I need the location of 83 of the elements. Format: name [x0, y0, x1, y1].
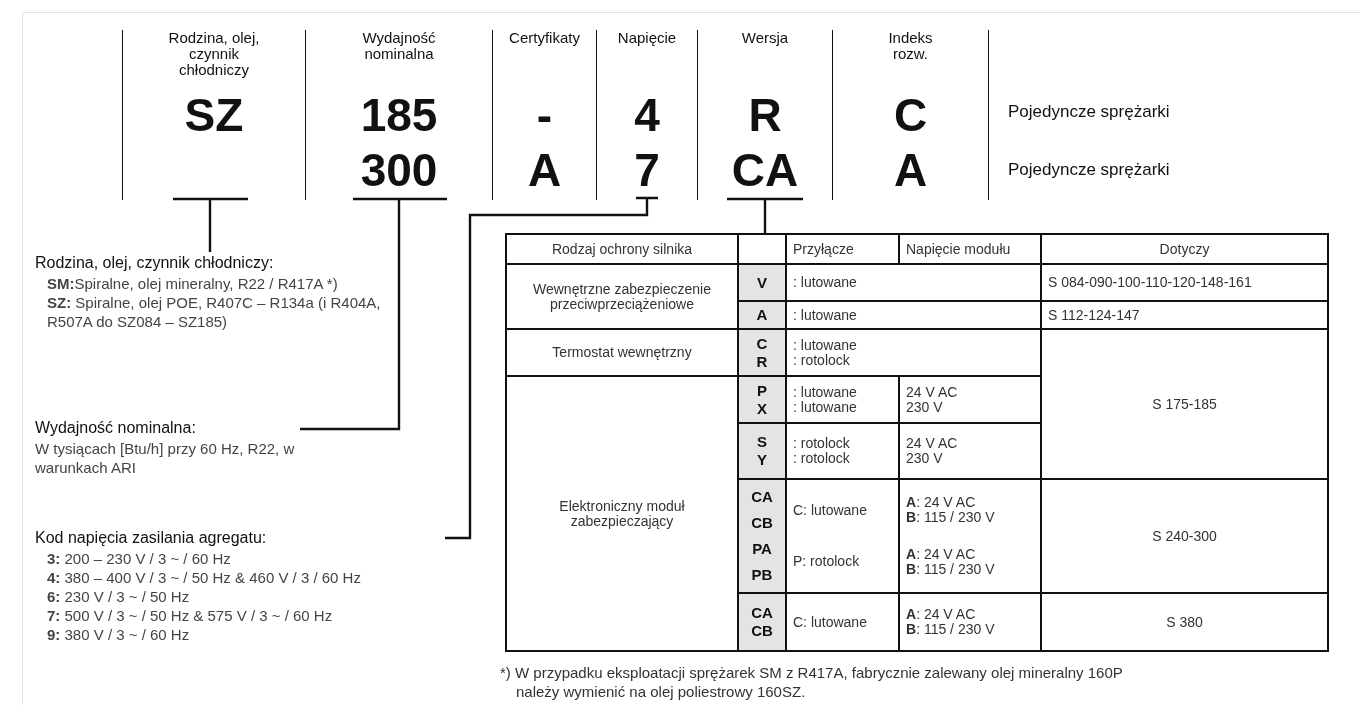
- code-letter: S: [756, 433, 768, 451]
- code-character: R: [747, 88, 783, 143]
- description-text: W tysiącach [Btu/h] przy 60 Hz, R22, w warunkach ARI: [35, 439, 296, 477]
- module-voltage: A: 24 V AC: [906, 547, 977, 562]
- code-letter: R: [755, 352, 769, 371]
- code-letter: CB: [750, 513, 774, 533]
- connection-type: P: rotolock: [793, 554, 861, 569]
- module-voltage: A: 24 V AC: [906, 607, 977, 622]
- connection-type: : lutowane: [793, 337, 858, 353]
- column-heading: Wersja: [740, 30, 790, 48]
- code-letter: CA: [750, 487, 774, 507]
- connection-type: C: lutowane: [793, 614, 868, 630]
- column-heading: Indeks rozw.: [887, 30, 934, 64]
- code-letter: A: [755, 306, 769, 324]
- model-range: S 240-300: [1151, 528, 1218, 544]
- code-letter: C: [755, 334, 769, 353]
- description-heading: Rodzina, olej, czynnik chłodniczy:: [35, 253, 275, 273]
- model-range: S 112-124-147: [1048, 307, 1141, 323]
- module-voltage: B: 115 / 230 V: [906, 622, 996, 637]
- model-range: S 084-090-100-110-120-148-161: [1048, 275, 1253, 290]
- code-letter: CA: [750, 604, 774, 622]
- model-range: S 175-185: [1151, 396, 1218, 412]
- table-header: Rodzaj ochrony silnika: [550, 241, 694, 257]
- leader-line: [171, 197, 250, 254]
- row-note: Pojedyncze sprężarki: [1008, 102, 1170, 122]
- connection-type: C: lutowane: [793, 503, 868, 518]
- description-text: SM:Spiralne, olej mineralny, R22 / R417A *): [46, 274, 339, 293]
- code-letter: PB: [750, 565, 774, 585]
- connection-type: : lutowane: [793, 384, 858, 400]
- connection-type: : lutowane: [793, 307, 858, 323]
- code-letter: X: [756, 399, 768, 418]
- code-character: 185: [359, 88, 439, 143]
- description-heading: Wydajność nominalna:: [35, 418, 197, 438]
- code-character: A: [526, 143, 563, 198]
- code-character: SZ: [183, 88, 245, 143]
- model-range: S 380: [1165, 614, 1204, 630]
- leader-line: [443, 196, 660, 540]
- description-text: 6: 230 V / 3 ~ / 50 Hz: [46, 587, 191, 606]
- module-voltage: B: 115 / 230 V: [906, 510, 996, 525]
- code-character: -: [535, 88, 554, 143]
- code-character: CA: [730, 143, 800, 198]
- column-heading: Wydajność nominalna: [361, 30, 437, 64]
- footnote: *) W przypadku eksploatacji sprężarek SM z R417A, fabrycznie zalewany olej mineralny 160P należy wymienić na olej poliestrowy 160SZ.: [500, 663, 1124, 701]
- row-note: Pojedyncze sprężarki: [1008, 160, 1170, 180]
- description-text: 3: 200 – 230 V / 3 ~ / 60 Hz: [46, 549, 232, 568]
- connection-type: : rotolock: [793, 436, 851, 451]
- table-header: Napięcie modułu: [906, 241, 1012, 257]
- description-text: SZ: Spiralne, olej POE, R407C – R134a (i R404A, R507A do SZ084 – SZ185): [46, 293, 382, 331]
- description-heading: Kod napięcia zasilania agregatu:: [35, 528, 268, 548]
- protection-type: Wewnętrzne zabezpieczenie przeciwprzeciążeniowe: [532, 281, 712, 312]
- code-character: C: [892, 88, 929, 143]
- leader-line: [725, 197, 805, 236]
- code-character: A: [892, 143, 929, 198]
- code-character: 7: [633, 143, 661, 198]
- code-letter: Y: [756, 451, 768, 469]
- module-voltage: 230 V: [906, 451, 944, 466]
- description-text: 9: 380 V / 3 ~ / 60 Hz: [46, 625, 191, 644]
- code-letter: V: [756, 273, 768, 292]
- description-text: 4: 380 – 400 V / 3 ~ / 50 Hz & 460 V / 3 / 60 Hz: [46, 568, 362, 587]
- connection-type: : lutowane: [793, 399, 858, 415]
- code-column: [832, 30, 989, 200]
- module-voltage: A: 24 V AC: [906, 495, 977, 510]
- protection-type: Termostat wewnętrzny: [551, 345, 693, 360]
- column-heading: Rodzina, olej, czynnik chłodniczy: [167, 30, 261, 80]
- module-voltage: 230 V: [906, 399, 944, 415]
- description-text: 7: 500 V / 3 ~ / 50 Hz & 575 V / 3 ~ / 60 Hz: [46, 606, 334, 625]
- connection-type: : lutowane: [793, 275, 858, 290]
- leader-line: [298, 197, 449, 431]
- connection-type: : rotolock: [793, 451, 851, 466]
- connection-type: : rotolock: [793, 352, 851, 368]
- code-letter: PA: [751, 539, 773, 559]
- code-character: 4: [633, 88, 661, 143]
- column-heading: Napięcie: [616, 30, 678, 48]
- module-voltage: 24 V AC: [906, 384, 959, 400]
- code-letter: P: [756, 381, 768, 400]
- table-header: Dotyczy: [1158, 241, 1211, 257]
- code-character: 300: [359, 143, 439, 198]
- column-heading: Certyfikaty: [508, 30, 581, 48]
- table-header: Przyłącze: [793, 241, 855, 257]
- module-voltage: B: 115 / 230 V: [906, 562, 996, 577]
- code-letter: CB: [750, 622, 774, 640]
- module-voltage: 24 V AC: [906, 436, 959, 451]
- protection-type: Elektroniczny moduł zabezpieczający: [558, 498, 686, 529]
